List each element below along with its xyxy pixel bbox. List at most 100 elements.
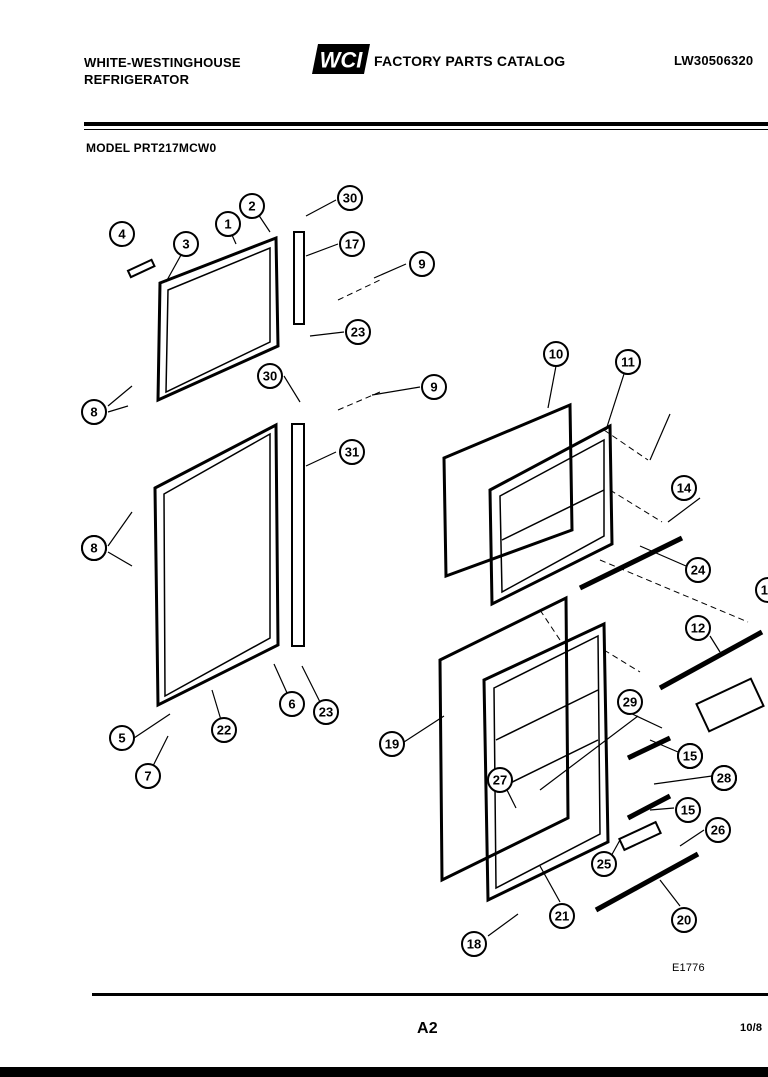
callout-27: 27	[487, 767, 513, 793]
callout-label: 11	[621, 355, 635, 370]
shelf-bar-15b	[626, 793, 672, 821]
callout-6: 6	[279, 691, 305, 717]
callout-5: 5	[109, 725, 135, 751]
brand-name: WHITE-WESTINGHOUSE	[84, 55, 241, 70]
callout-label: 7	[144, 769, 151, 784]
callout-10: 10	[543, 341, 569, 367]
callout-label: 5	[118, 731, 125, 746]
callout-label: 3	[182, 237, 189, 252]
product-type: REFRIGERATOR	[84, 72, 190, 87]
callout-label: 8	[90, 405, 97, 420]
callout-14: 14	[671, 475, 697, 501]
header-rule-thick	[84, 122, 768, 126]
shelf-25	[618, 820, 662, 852]
freezer-door-gasket	[156, 235, 280, 403]
callout-label: 10	[549, 347, 563, 362]
footer-rule	[92, 993, 768, 996]
callout-9: 9	[421, 374, 447, 400]
callout-18: 18	[461, 931, 487, 957]
callout-label: 26	[711, 823, 725, 838]
callout-label: 27	[493, 773, 507, 788]
callout-label: 9	[430, 380, 437, 395]
callout-label: 25	[597, 857, 611, 872]
callout-23: 23	[313, 699, 339, 725]
model-number: MODEL PRT217MCW0	[86, 141, 217, 155]
shelf-bar-15a	[626, 735, 672, 761]
callout-20: 20	[671, 907, 697, 933]
callout-9: 9	[409, 251, 435, 277]
callout-2: 2	[239, 193, 265, 219]
wci-logo: WCI	[312, 44, 370, 74]
page-number: A2	[417, 1020, 438, 1037]
callout-19: 19	[379, 731, 405, 757]
food-door-gasket	[153, 422, 280, 708]
food-inner-gasket	[438, 595, 570, 883]
callout-label: 2	[248, 199, 255, 214]
callout-label: 31	[345, 445, 359, 460]
callout-label: 19	[385, 737, 399, 752]
callout-16: 16	[755, 577, 768, 603]
callout-label: 6	[288, 697, 295, 712]
callout-17: 17	[339, 231, 365, 257]
food-door-liner	[482, 621, 610, 903]
callout-3: 3	[173, 231, 199, 257]
callout-7: 7	[135, 763, 161, 789]
callout-label: 28	[717, 771, 731, 786]
diagram-id: E1776	[672, 962, 705, 974]
callout-21: 21	[549, 903, 575, 929]
callout-24: 24	[685, 557, 711, 583]
catalog-title: FACTORY PARTS CATALOG	[374, 53, 566, 69]
callout-label: 9	[418, 257, 425, 272]
shelf-clip-4	[126, 258, 156, 279]
callout-26: 26	[705, 817, 731, 843]
callout-31: 31	[339, 439, 365, 465]
freezer-inner-gasket	[442, 402, 574, 579]
dairy-bin	[695, 677, 765, 733]
callout-label: 4	[118, 227, 126, 242]
callout-label: 1	[224, 217, 231, 232]
callout-12: 12	[685, 615, 711, 641]
food-handle	[291, 423, 305, 647]
callout-label: 16	[761, 583, 768, 598]
callout-22: 22	[211, 717, 237, 743]
callout-label: 17	[345, 237, 359, 252]
callout-30: 30	[337, 185, 363, 211]
callout-label: 18	[467, 937, 481, 952]
callout-label: 22	[217, 723, 231, 738]
callout-label: 23	[351, 325, 365, 340]
callout-label: 23	[319, 705, 333, 720]
callout-label: 12	[691, 621, 705, 636]
callout-label: 29	[623, 695, 637, 710]
catalog-number: LW30506320	[674, 53, 754, 68]
header-rule-thin	[84, 129, 768, 130]
callout-15: 15	[677, 743, 703, 769]
callout-23: 23	[345, 319, 371, 345]
callout-label: 30	[343, 191, 357, 206]
callout-8: 8	[81, 399, 107, 425]
callout-label: 8	[90, 541, 97, 556]
callout-label: 24	[691, 563, 706, 578]
callout-15: 15	[675, 797, 701, 823]
freezer-handle	[293, 231, 305, 325]
callout-25: 25	[591, 851, 617, 877]
callout-29: 29	[617, 689, 643, 715]
callout-28: 28	[711, 765, 737, 791]
callout-4: 4	[109, 221, 135, 247]
callout-11: 11	[615, 349, 641, 375]
bottom-border	[0, 1067, 768, 1077]
callout-label: 20	[677, 913, 691, 928]
callout-30: 30	[257, 363, 283, 389]
freezer-door-liner	[488, 423, 614, 607]
callout-label: 30	[263, 369, 277, 384]
callout-label: 14	[677, 481, 692, 496]
callout-label: 21	[555, 909, 569, 924]
shelf-bar-20	[594, 851, 700, 913]
callout-8: 8	[81, 535, 107, 561]
shelf-bar-24	[578, 535, 684, 591]
callout-label: 15	[681, 803, 695, 818]
callout-label: 15	[683, 749, 697, 764]
revision-date: 10/8	[740, 1022, 763, 1034]
logo-text: WCI	[320, 48, 364, 73]
callout-1: 1	[215, 211, 241, 237]
